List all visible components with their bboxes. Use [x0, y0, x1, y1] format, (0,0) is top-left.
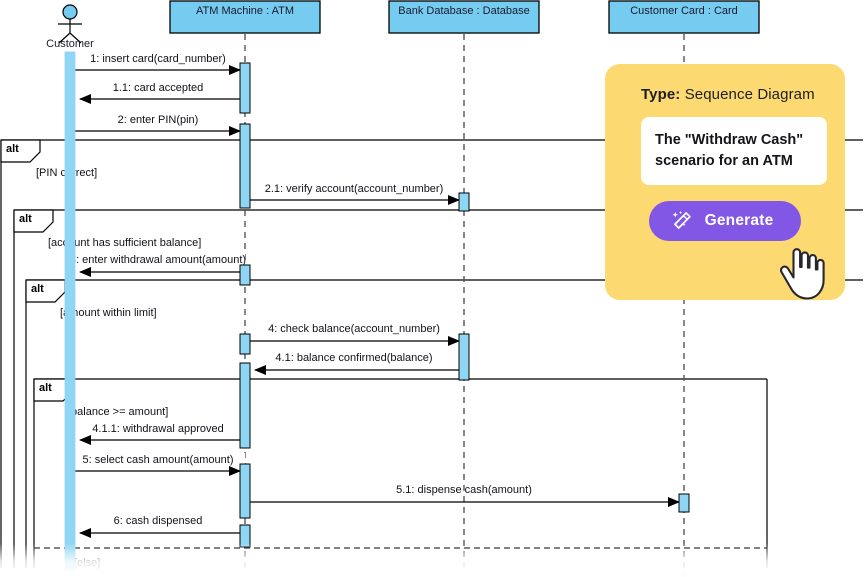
activation-bar-atm: [239, 524, 251, 548]
message-label: 3: enter withdrawal amount(amount): [70, 254, 246, 266]
message-label: 2.1: verify account(account_number): [265, 183, 444, 195]
actor-customer[interactable]: Customer: [46, 4, 94, 50]
activation-bar-atm: [239, 463, 251, 519]
message-2: 2: enter PIN(pin): [75, 114, 241, 136]
actor-leg-right: [69, 32, 82, 44]
actor-label: Customer: [46, 38, 94, 50]
message-3: 3: enter withdrawal amount(amount): [70, 253, 246, 277]
message-label: 1: insert card(card_number): [90, 53, 226, 65]
fragment-guard-label: [amount within limit]: [60, 307, 157, 319]
fragment-operator-label: alt: [31, 283, 44, 295]
activation-bar-atm: [239, 264, 251, 286]
activation-bar-database: [458, 192, 470, 212]
fragment-alt-2: alt [account has sufficient balance]: [13, 209, 863, 568]
message-label: 4: check balance(account_number): [268, 323, 440, 335]
fragment-operator-label: alt: [39, 382, 52, 394]
lifeline-label: ATM Machine : ATM: [196, 5, 294, 17]
message-label: 4.1: balance confirmed(balance): [275, 352, 432, 364]
message-5: 5: select cash amount(amount): [75, 453, 245, 476]
actor-head-icon: [62, 4, 78, 20]
message-2-1: 2.1: verify account(account_number): [250, 183, 460, 205]
lifeline-head-card[interactable]: Customer Card : Card: [608, 0, 760, 34]
popup-button-row: Generate: [625, 201, 825, 242]
activation-bar-card: [678, 493, 690, 513]
activation-bar-atm: [239, 123, 251, 209]
message-label: 1.1: card accepted: [113, 82, 204, 94]
lifeline-box: [608, 0, 760, 34]
generate-button-label: Generate: [704, 212, 774, 230]
lifeline-label: Bank Database : Database: [398, 5, 529, 17]
popup-description-box: The "Withdraw Cash" scenario for an ATM: [641, 117, 827, 186]
fragment-operator-label: alt: [19, 213, 32, 225]
message-label: 5: select cash amount(amount): [82, 454, 233, 466]
actor-leg-left: [58, 32, 71, 44]
lifeline-box: [169, 0, 321, 34]
message-label: 4.1.1: withdrawal approved: [92, 423, 223, 435]
activation-bar-atm: [239, 362, 251, 449]
message-5-1: 5.1: dispense cash(amount): [250, 484, 680, 507]
fragment-operator-label: alt: [6, 143, 19, 155]
activation-bar-customer: [64, 51, 76, 573]
popup-type-value: Sequence Diagram: [684, 86, 815, 103]
popup-type-key: Type:: [641, 86, 681, 103]
message-label: 5.1: dispense cash(amount): [396, 484, 532, 496]
lifeline-head-atm[interactable]: ATM Machine : ATM: [169, 0, 321, 34]
generate-diagram-popup: Type: Sequence Diagram The "Withdraw Cas…: [605, 64, 845, 300]
fragment-alt-3: alt [amount within limit]: [25, 279, 863, 568]
message-label: 2: enter PIN(pin): [118, 114, 199, 126]
fragment-guard-label: [balance >= amount]: [68, 406, 168, 418]
lifeline-label: Customer Card : Card: [630, 5, 738, 17]
lifeline-head-database[interactable]: Bank Database : Database: [388, 0, 540, 34]
message-4-1-1: 4.1.1: withdrawal approved: [79, 423, 245, 445]
activation-bar-atm: [239, 62, 251, 114]
magic-wand-icon: [671, 210, 693, 232]
label-backdrop: [75, 253, 245, 267]
message-label: 6: cash dispensed: [114, 515, 203, 527]
activation-bar-atm: [239, 333, 251, 355]
message-4: 4: check balance(account_number): [250, 323, 460, 346]
activation-bars-group: [64, 51, 690, 573]
fragment-alt-4: alt [balance >= amount] [else]: [33, 378, 768, 569]
fragment-guard-label: [account has sufficient balance]: [48, 237, 201, 249]
message-6: 6: cash dispensed: [79, 515, 245, 538]
fragment-else-label: [else]: [74, 557, 100, 569]
messages-group: 1: insert card(card_number) 1.1: card ac…: [70, 53, 680, 538]
message-1-1: 1.1: card accepted: [79, 82, 245, 104]
generate-button[interactable]: Generate: [648, 201, 802, 242]
label-backdrop: [75, 453, 245, 467]
activation-bar-database: [458, 333, 470, 381]
message-4-1: 4.1: balance confirmed(balance): [254, 352, 464, 375]
message-1: 1: insert card(card_number): [75, 53, 241, 75]
popup-type-row: Type: Sequence Diagram: [641, 86, 825, 103]
lifeline-box: [388, 0, 540, 34]
